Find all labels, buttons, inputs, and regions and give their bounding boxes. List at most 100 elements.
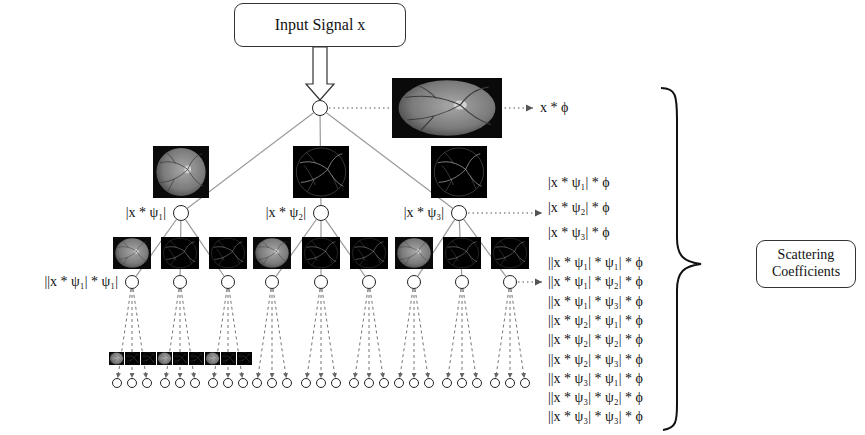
fundus-image <box>141 352 156 365</box>
fundus-image <box>395 237 433 269</box>
dashed-connector <box>272 289 273 378</box>
node-label: |x * ψ₂| <box>266 205 306 221</box>
scattering-node <box>252 378 262 388</box>
fundus-image <box>109 352 124 365</box>
dashed-connector <box>370 289 383 378</box>
scattering-node <box>490 378 500 388</box>
fundus-image <box>153 146 209 198</box>
coefficient-label: ||x * ψ₁| * ψ₂| * ϕ <box>548 275 643 290</box>
dashed-connector <box>511 289 524 378</box>
coefficient-label: ||x * ψ₂| * ψ₃| * ϕ <box>548 352 643 367</box>
dashed-connector <box>307 289 320 378</box>
scattering-node <box>190 378 200 388</box>
scattering-node <box>394 378 404 388</box>
scattering-node <box>221 275 235 289</box>
scattering-node <box>127 378 137 388</box>
fundus-image <box>350 237 388 269</box>
fundus-image <box>113 237 151 269</box>
curly-bracket <box>661 88 701 430</box>
box-label: Scattering Coefficients <box>764 247 848 281</box>
scattering-node <box>142 378 152 388</box>
rounded-box: Input Signal x <box>234 3 407 47</box>
fundus-image <box>209 237 247 269</box>
dashed-connector <box>258 289 271 378</box>
fundus-image <box>431 146 487 198</box>
dashed-connector <box>496 289 509 378</box>
dashed-connector <box>414 289 415 378</box>
dashed-connector <box>448 289 461 378</box>
scattering-node <box>505 378 515 388</box>
fundus-image <box>157 352 172 365</box>
fundus-image <box>491 237 529 269</box>
fundus-image <box>253 237 291 269</box>
fundus-image <box>161 237 199 269</box>
dashed-connector <box>355 289 368 378</box>
coefficient-label: ||x * ψ₃| * ψ₂| * ϕ <box>548 390 643 405</box>
coefficient-label: |x * ψ₂| * ϕ <box>548 200 610 215</box>
fundus-image <box>302 237 340 269</box>
coefficient-label: ||x * ψ₁| * ψ₁| * ϕ <box>548 255 643 270</box>
scattering-node <box>173 275 187 289</box>
fundus-image <box>173 352 188 365</box>
scattering-node: |x * ψ₃| <box>451 205 467 221</box>
dashed-connector <box>273 289 286 378</box>
dashed-connector <box>369 289 370 378</box>
scattering-node <box>457 378 467 388</box>
scattering-node <box>349 378 359 388</box>
scattering-node <box>472 378 482 388</box>
coefficient-label: |x * ψ₃| * ϕ <box>548 225 610 240</box>
fundus-image <box>189 352 204 365</box>
fundus-image <box>392 78 502 138</box>
scattering-node <box>314 275 328 289</box>
leader-line <box>468 212 542 213</box>
coefficient-label: ||x * ψ₁| * ψ₃| * ϕ <box>548 294 643 309</box>
scattering-node <box>379 378 389 388</box>
fundus-image <box>237 352 252 365</box>
dashed-connector <box>415 289 428 378</box>
scattering-node <box>160 378 170 388</box>
coefficient-label: ||x * ψ₂| * ψ₂| * ϕ <box>548 332 643 347</box>
dashed-connector <box>510 289 511 378</box>
fundus-image <box>125 352 140 365</box>
scattering-node: |x * ψ₁| <box>173 205 189 221</box>
scattering-node <box>442 378 452 388</box>
fundus-image <box>221 352 236 365</box>
scattering-node <box>424 378 434 388</box>
coefficient-label: x * ϕ <box>540 100 568 115</box>
scattering-node <box>331 378 341 388</box>
scattering-node <box>409 378 419 388</box>
coefficient-label: ||x * ψ₂| * ψ₁| * ϕ <box>548 313 643 328</box>
dashed-connector <box>321 289 322 378</box>
scattering-node <box>316 378 326 388</box>
fundus-image <box>443 237 481 269</box>
scattering-node <box>312 100 328 116</box>
scattering-node <box>223 378 233 388</box>
node-label: |x * ψ₃| <box>404 205 444 221</box>
coefficient-label: |x * ψ₁| * ϕ <box>548 175 610 190</box>
scattering-node <box>175 378 185 388</box>
scattering-node <box>301 378 311 388</box>
scattering-node <box>238 378 248 388</box>
box-label: Input Signal x <box>275 16 366 34</box>
scattering-node <box>267 378 277 388</box>
dashed-connector <box>462 289 463 378</box>
dashed-connector <box>400 289 413 378</box>
scattering-node <box>112 378 122 388</box>
scattering-node <box>265 275 279 289</box>
node-label: |x * ψ₁| <box>126 205 166 221</box>
node-label: ||x * ψ₁| * ψ₁| <box>45 274 119 290</box>
scattering-node <box>455 275 469 289</box>
fundus-image <box>293 146 349 198</box>
scattering-node <box>520 378 530 388</box>
scattering-node <box>364 378 374 388</box>
coefficient-label: ||x * ψ₃| * ψ₁| * ϕ <box>548 371 643 386</box>
scattering-node <box>407 275 421 289</box>
scattering-node <box>362 275 376 289</box>
scattering-node <box>503 275 517 289</box>
dashed-connector <box>322 289 335 378</box>
fundus-image <box>205 352 220 365</box>
scattering-node: ||x * ψ₁| * ψ₁| <box>125 275 139 289</box>
scattering-node <box>282 378 292 388</box>
coefficient-label: ||x * ψ₃| * ψ₃| * ϕ <box>548 410 643 425</box>
